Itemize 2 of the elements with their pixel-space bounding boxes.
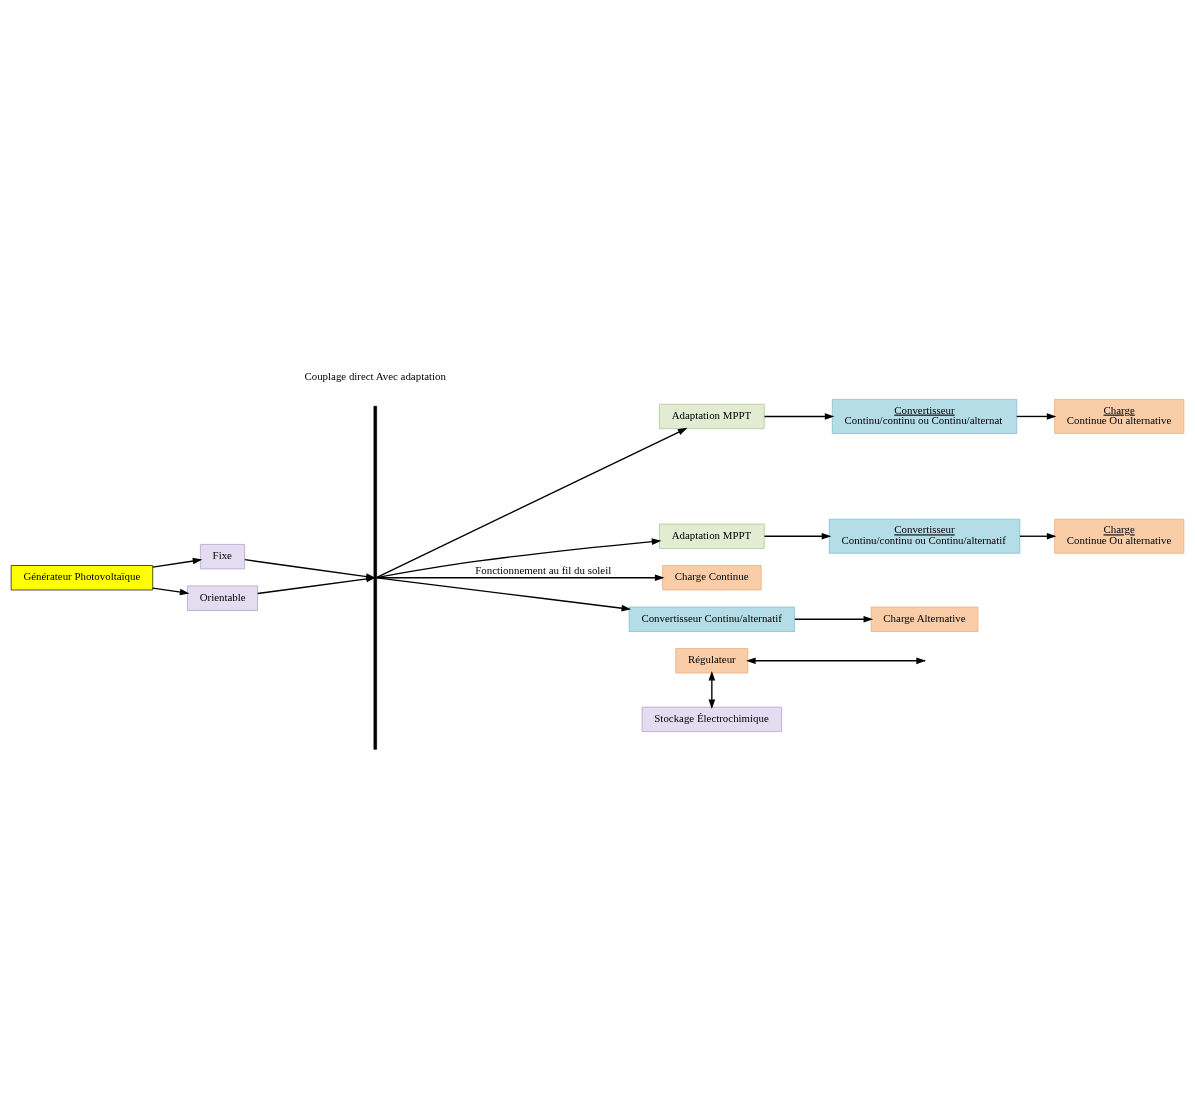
label: Couplage direct Avec adaptation bbox=[304, 369, 446, 382]
edge-label: Fonctionnement au fil du soleil bbox=[475, 563, 612, 576]
